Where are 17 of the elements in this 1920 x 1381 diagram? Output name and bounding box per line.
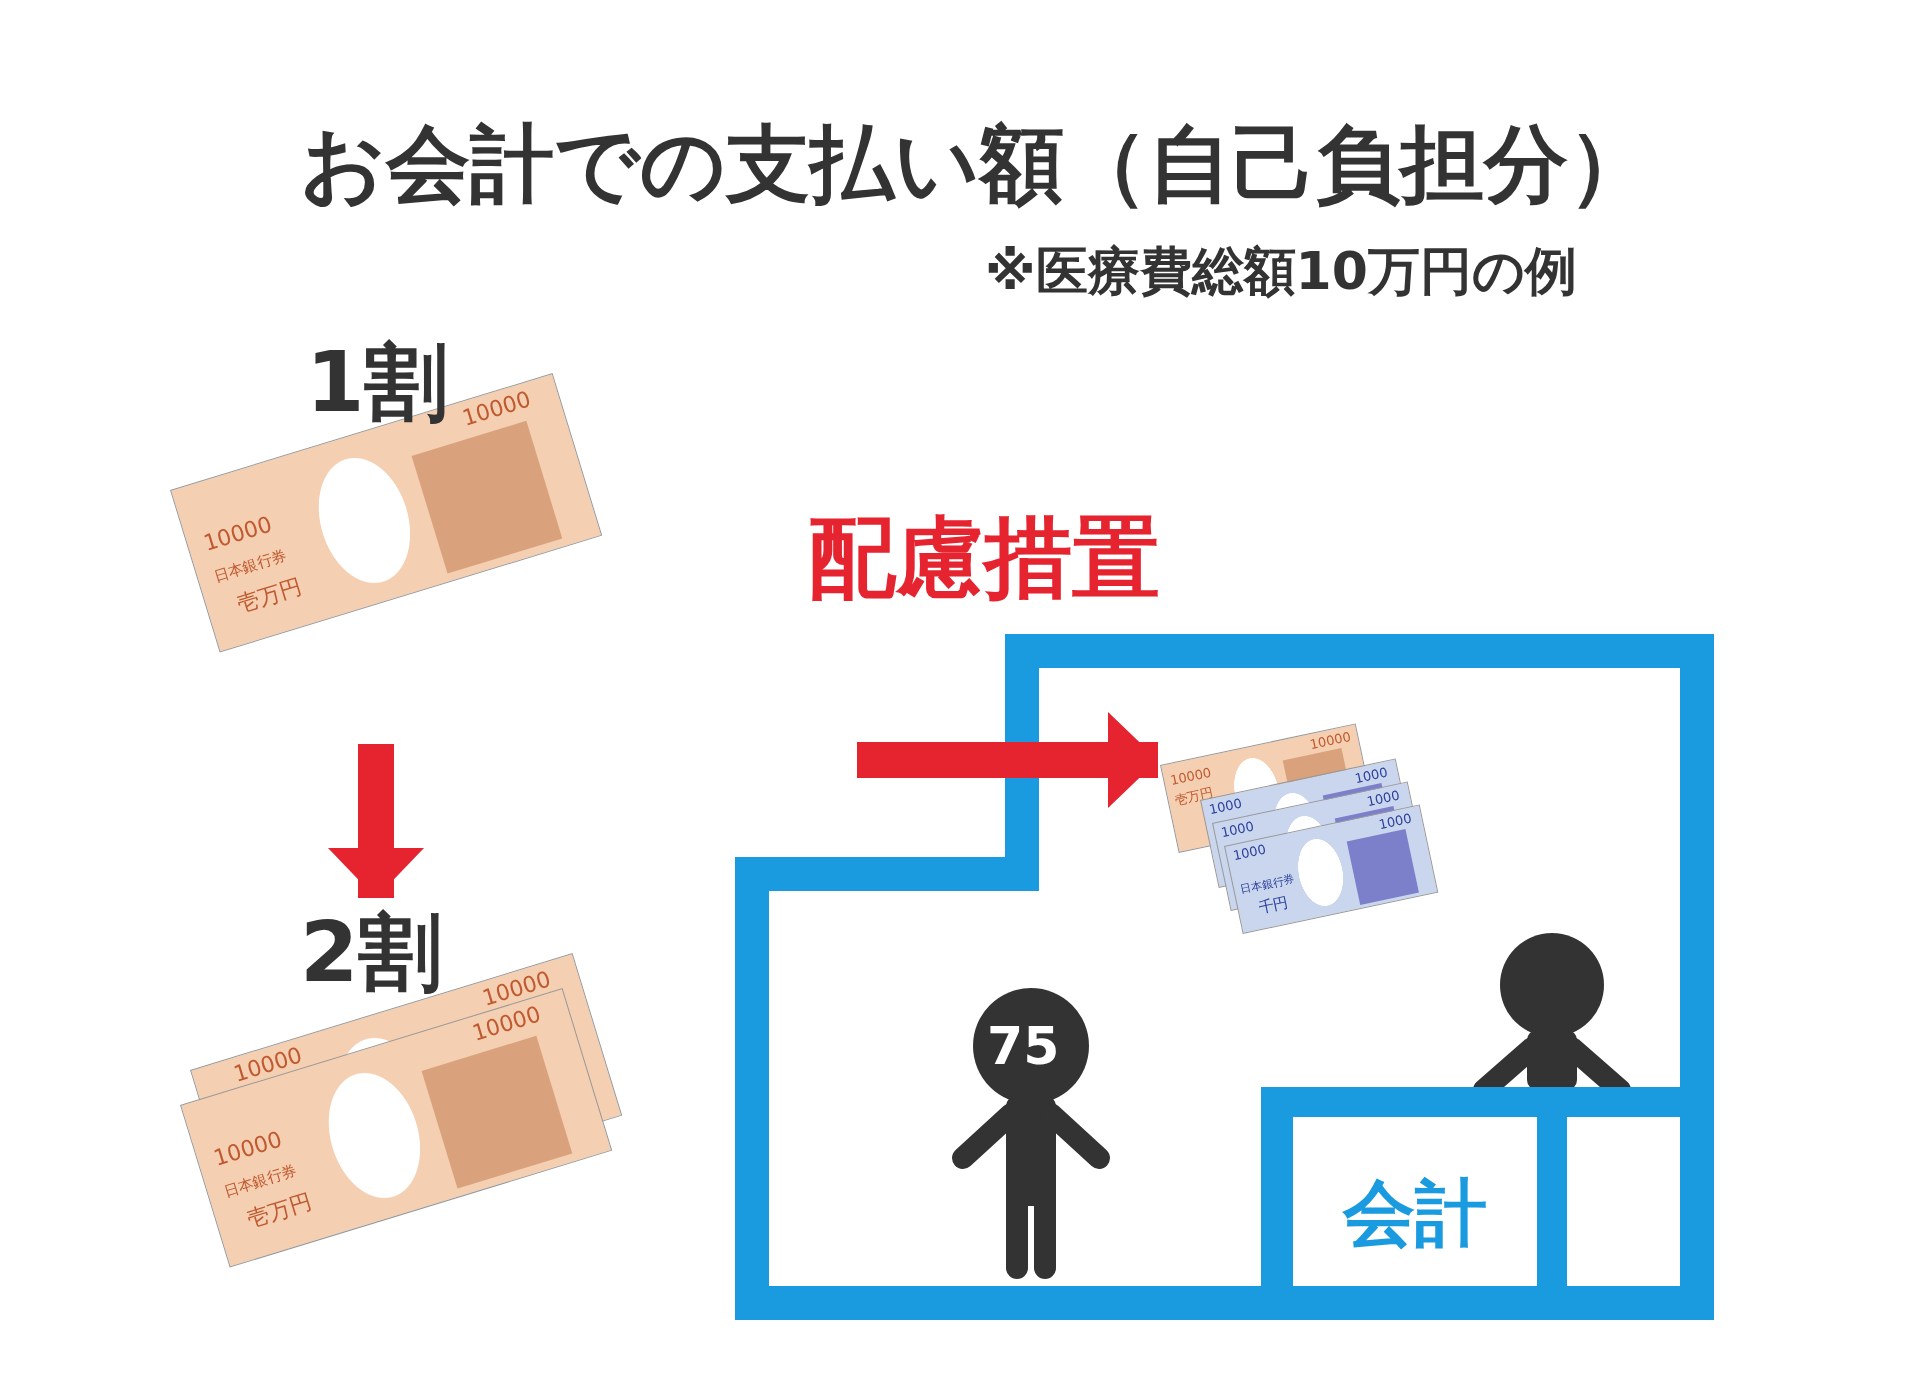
denomination-number: 10000 [1169, 765, 1213, 787]
denomination-number: 10000 [1308, 729, 1352, 752]
heading-text: 2割 [300, 910, 443, 994]
counter-sign: 会計 [1343, 1177, 1487, 1249]
arrow [328, 744, 424, 898]
note-text: ※医療費総額10万円の例 [985, 245, 1577, 297]
heading-text: 配慮措置 [808, 514, 1160, 602]
issuer-text: 日本銀行券 [1239, 873, 1296, 896]
age-number: 75 [987, 1020, 1060, 1072]
denomination-number: 10000 [231, 1044, 305, 1086]
denomination-number: 1000 [1231, 842, 1267, 863]
amount-text: 千円 [1257, 895, 1290, 916]
heading-text: 1割 [306, 340, 449, 424]
denomination-number: 1000 [1353, 765, 1389, 786]
arrow [857, 712, 1158, 808]
denomination-number: 10000 [459, 388, 534, 430]
denomination-number: 1000 [1219, 819, 1255, 840]
